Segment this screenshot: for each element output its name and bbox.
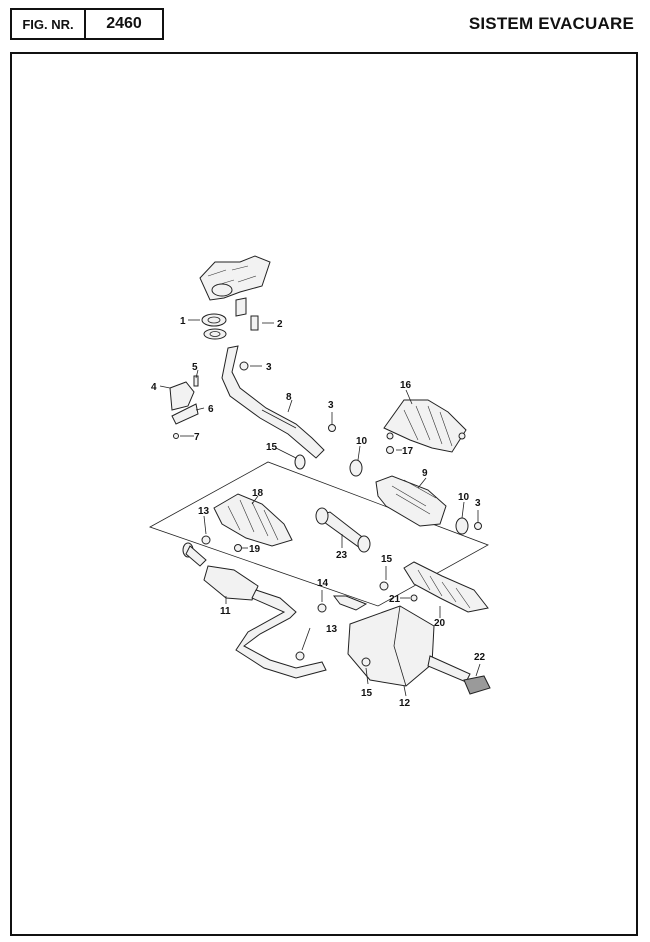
callout-18: 18 [252,488,264,499]
nut-icon [410,594,418,602]
callout-10-right: 10 [458,492,470,503]
diagram-frame [10,52,638,936]
nut-icon [474,522,482,530]
clamp-icon [295,651,305,661]
page-title: SISTEM EVACUARE [468,14,634,33]
callout-2: 2 [277,319,283,330]
figure-label: FIG. NR. [12,10,86,38]
callout-13-left: 13 [198,506,210,517]
callout-17: 17 [402,446,414,457]
callout-3-upper: 3 [266,362,272,373]
heat-shield-upper [383,399,467,453]
nut-icon [239,361,249,371]
callout-11: 11 [220,606,231,617]
callout-3-right: 3 [475,498,481,509]
heat-shield-lower [213,493,293,547]
callout-15-right: 15 [381,554,393,565]
callout-22: 22 [474,652,486,663]
converter-gasket [455,517,469,535]
callout-10-left: 10 [356,436,368,447]
manifold-stud [250,315,259,331]
callout-23: 23 [336,550,348,561]
subassembly-outline [149,461,489,607]
center-muffler-pipe [182,542,327,679]
callout-8: 8 [286,392,292,403]
hanger-icon [361,657,371,667]
callout-21: 21 [389,594,401,605]
exhaust-manifold [199,255,271,317]
rear-heat-shield [403,561,489,613]
callout-19: 19 [249,544,261,555]
figure-number: 2460 [106,15,142,32]
callout-9: 9 [422,468,428,479]
leader-lines [159,319,481,697]
figure-number-box: FIG. NR. 2460 [10,8,164,40]
mounting-bracket [169,375,199,439]
manifold-gasket [201,313,227,340]
nut-icon [328,424,336,432]
callout-1: 1 [180,316,186,327]
callout-4: 4 [151,382,157,393]
intermediate-pipe [315,507,371,553]
nut-icon [386,446,394,454]
converter-gasket [349,459,363,477]
clamp-icon [201,535,211,545]
catalytic-converter [375,475,447,527]
callout-15-lower: 15 [361,688,373,699]
callout-5: 5 [192,362,198,373]
callout-13-right: 13 [326,624,338,635]
callout-3-mid: 3 [328,400,334,411]
nut-icon [234,544,242,552]
callout-7: 7 [194,432,200,443]
callout-16: 16 [400,380,412,391]
callout-14: 14 [317,578,329,589]
flange-gasket [294,454,306,470]
callout-15-upper: 15 [266,442,278,453]
hanger-icon [379,581,389,591]
hanger-icon [317,603,327,613]
front-exhaust-pipe [221,345,325,459]
tailpipe-tip [463,675,491,695]
callout-6: 6 [208,404,214,415]
callout-12: 12 [399,698,411,709]
rear-muffler [333,595,471,687]
callout-20: 20 [434,618,446,629]
